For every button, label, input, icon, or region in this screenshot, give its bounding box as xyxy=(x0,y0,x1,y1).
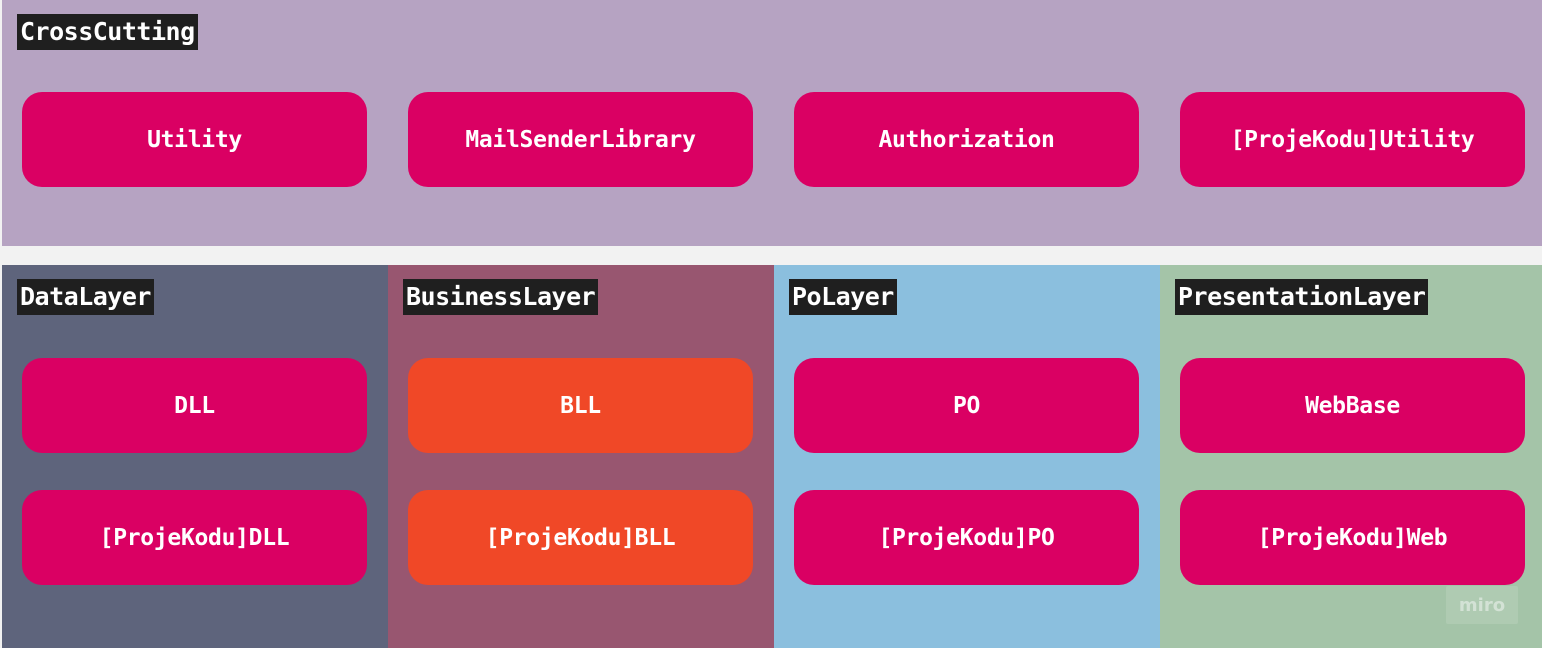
datalayer-title: DataLayer xyxy=(17,279,154,315)
presentationlayer-title: PresentationLayer xyxy=(1175,279,1429,315)
webbase-box[interactable]: WebBase xyxy=(1180,358,1525,453)
authorization-box[interactable]: Authorization xyxy=(794,92,1139,187)
mailsenderlibrary-box[interactable]: MailSenderLibrary xyxy=(408,92,753,187)
po-box[interactable]: PO xyxy=(794,358,1139,453)
projekodu-bll-box[interactable]: [ProjeKodu]BLL xyxy=(408,490,753,585)
crosscutting-title: CrossCutting xyxy=(17,14,198,50)
polayer-frame[interactable]: PoLayer PO [ProjeKodu]PO xyxy=(774,265,1160,648)
datalayer-frame[interactable]: DataLayer DLL [ProjeKodu]DLL xyxy=(2,265,388,648)
presentationlayer-frame[interactable]: PresentationLayer WebBase [ProjeKodu]Web xyxy=(1160,265,1542,648)
miro-watermark: miro xyxy=(1446,586,1518,624)
bll-box[interactable]: BLL xyxy=(408,358,753,453)
projekodu-web-box[interactable]: [ProjeKodu]Web xyxy=(1180,490,1525,585)
polayer-title: PoLayer xyxy=(789,279,897,315)
projekodu-po-box[interactable]: [ProjeKodu]PO xyxy=(794,490,1139,585)
businesslayer-title: BusinessLayer xyxy=(403,279,599,315)
projekodu-utility-box[interactable]: [ProjeKodu]Utility xyxy=(1180,92,1525,187)
crosscutting-frame[interactable]: CrossCutting Utility MailSenderLibrary A… xyxy=(2,0,1542,246)
dll-box[interactable]: DLL xyxy=(22,358,367,453)
projekodu-dll-box[interactable]: [ProjeKodu]DLL xyxy=(22,490,367,585)
utility-box[interactable]: Utility xyxy=(22,92,367,187)
businesslayer-frame[interactable]: BusinessLayer BLL [ProjeKodu]BLL xyxy=(388,265,774,648)
